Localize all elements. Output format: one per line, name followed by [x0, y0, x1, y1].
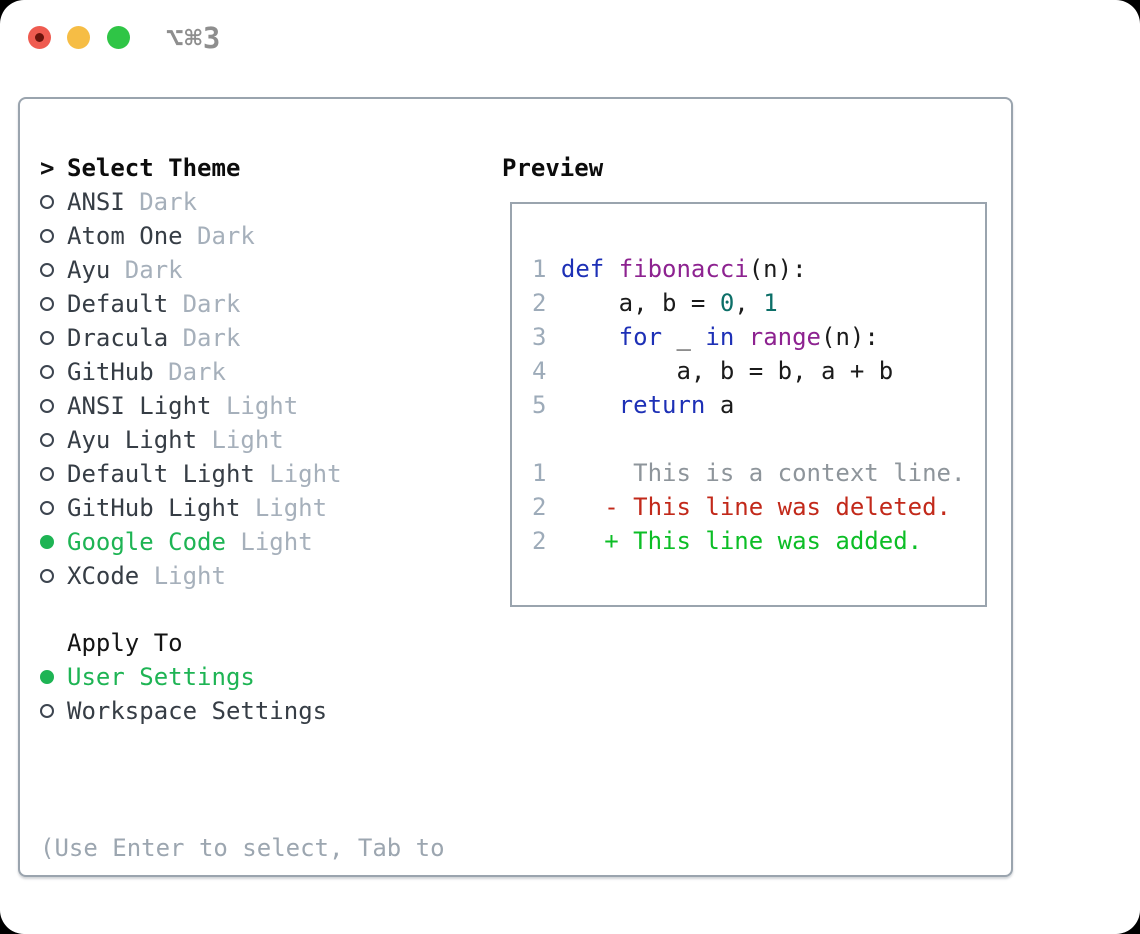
theme-name: Ayu	[67, 256, 111, 284]
line-number: 1	[532, 459, 547, 487]
preview-title: Preview	[502, 154, 604, 182]
theme-option-dracula[interactable]: Dracula Dark	[40, 321, 342, 355]
theme-option-ayu[interactable]: Ayu Dark	[40, 253, 342, 287]
radio-selected-icon	[40, 670, 67, 684]
apply-option-user-settings[interactable]: User Settings	[40, 660, 327, 694]
theme-name: Default Light	[67, 460, 255, 488]
window-title: ⌥⌘3	[166, 21, 222, 55]
theme-option-atom-one[interactable]: Atom One Dark	[40, 219, 342, 253]
apply-to-title: Apply To	[67, 629, 183, 657]
theme-variant: Dark	[168, 358, 226, 386]
code-text: return a	[618, 391, 735, 419]
theme-name: ANSI Light	[67, 392, 212, 420]
diff-text: This is a context line.	[560, 459, 966, 487]
theme-name: Dracula	[67, 324, 169, 352]
radio-icon	[40, 399, 67, 413]
apply-to-header: Apply To	[40, 626, 327, 660]
theme-name: GitHub	[67, 358, 154, 386]
code-text: def fibonacci(n):	[560, 255, 807, 283]
radio-icon	[40, 331, 67, 345]
theme-variant: Dark	[182, 324, 241, 352]
theme-variant: Dark	[197, 222, 255, 250]
radio-icon	[40, 195, 67, 209]
theme-name: Atom One	[67, 222, 183, 250]
theme-name: ANSI	[67, 188, 125, 216]
theme-list-header: > Select Theme	[40, 151, 342, 185]
radio-icon	[40, 263, 67, 277]
theme-variant: Light	[153, 562, 226, 590]
code-line: 5 return a	[532, 388, 985, 422]
radio-icon	[40, 433, 67, 447]
code-line: 4 a, b = b, a + b	[532, 354, 985, 388]
theme-name: Ayu Light	[67, 426, 198, 454]
code-line: 1 def fibonacci(n):	[532, 252, 985, 286]
help-text: (Use Enter to select, Tab to change focu…	[40, 761, 445, 934]
theme-variant: Light	[225, 392, 299, 420]
line-number: 1	[532, 255, 547, 283]
theme-name: Google Code	[67, 528, 226, 556]
theme-option-ansi-light[interactable]: ANSI Light Light	[40, 389, 342, 423]
theme-option-ansi[interactable]: ANSI Dark	[40, 185, 342, 219]
line-number: 4	[532, 357, 547, 385]
radio-icon	[40, 704, 67, 718]
preview-header: Preview	[502, 151, 603, 185]
cursor-chevron-icon: >	[40, 154, 55, 182]
theme-option-default-light[interactable]: Default Light Light	[40, 457, 342, 491]
theme-variant: Light	[269, 460, 342, 488]
theme-variant: Light	[254, 494, 328, 522]
line-number: 2	[532, 493, 547, 521]
radio-icon	[40, 365, 67, 379]
theme-option-default[interactable]: Default Dark	[40, 287, 342, 321]
diff-line-context: 1 This is a context line.	[532, 456, 985, 490]
diff-line-deleted: 2 - This line was deleted.	[532, 490, 985, 524]
diff-block: 1 This is a context line.2 - This line w…	[532, 456, 985, 558]
code-line: 2 a, b = 0, 1	[532, 286, 985, 320]
diff-text: + This line was added.	[560, 527, 923, 555]
code-text: for _ in range(n):	[618, 323, 879, 351]
theme-option-github-light[interactable]: GitHub Light Light	[40, 491, 342, 525]
radio-icon	[40, 467, 67, 481]
radio-icon	[40, 229, 67, 243]
line-number: 2	[532, 527, 547, 555]
theme-variant: Dark	[124, 256, 183, 284]
line-number: 3	[532, 323, 547, 351]
diff-line-added: 2 + This line was added.	[532, 524, 985, 558]
minimize-button[interactable]	[67, 26, 90, 49]
theme-variant: Light	[211, 426, 284, 454]
theme-name: XCode	[67, 562, 140, 590]
theme-variant: Light	[240, 528, 313, 556]
code-text: a, b = 0, 1	[560, 289, 778, 317]
code-text: a, b = b, a + b	[560, 357, 894, 385]
radio-icon	[40, 569, 67, 583]
code-diff-spacer	[532, 422, 985, 456]
title-bar: ⌥⌘3	[0, 0, 1140, 62]
theme-name: Default	[67, 290, 169, 318]
close-button[interactable]	[28, 26, 51, 49]
theme-variant: Dark	[139, 188, 198, 216]
radio-icon	[40, 297, 67, 311]
radio-selected-icon	[40, 535, 67, 549]
line-number: 2	[532, 289, 547, 317]
zoom-button[interactable]	[107, 26, 130, 49]
apply-option-workspace-settings[interactable]: Workspace Settings	[40, 694, 327, 728]
theme-option-github[interactable]: GitHub Dark	[40, 355, 342, 389]
theme-name: GitHub Light	[67, 494, 241, 522]
theme-variant: Dark	[182, 290, 241, 318]
apply-option-label: Workspace Settings	[67, 697, 328, 725]
theme-option-xcode[interactable]: XCode Light	[40, 559, 342, 593]
code-line: 3 for _ in range(n):	[532, 320, 985, 354]
diff-text: - This line was deleted.	[560, 493, 952, 521]
apply-option-label: User Settings	[67, 663, 255, 691]
radio-icon	[40, 501, 67, 515]
help-text-line1: (Use Enter to select, Tab to	[40, 834, 445, 862]
theme-list-title: Select Theme	[67, 154, 241, 182]
line-number: 5	[532, 391, 547, 419]
theme-option-ayu-light[interactable]: Ayu Light Light	[40, 423, 342, 457]
theme-option-google-code[interactable]: Google Code Light	[40, 525, 342, 559]
